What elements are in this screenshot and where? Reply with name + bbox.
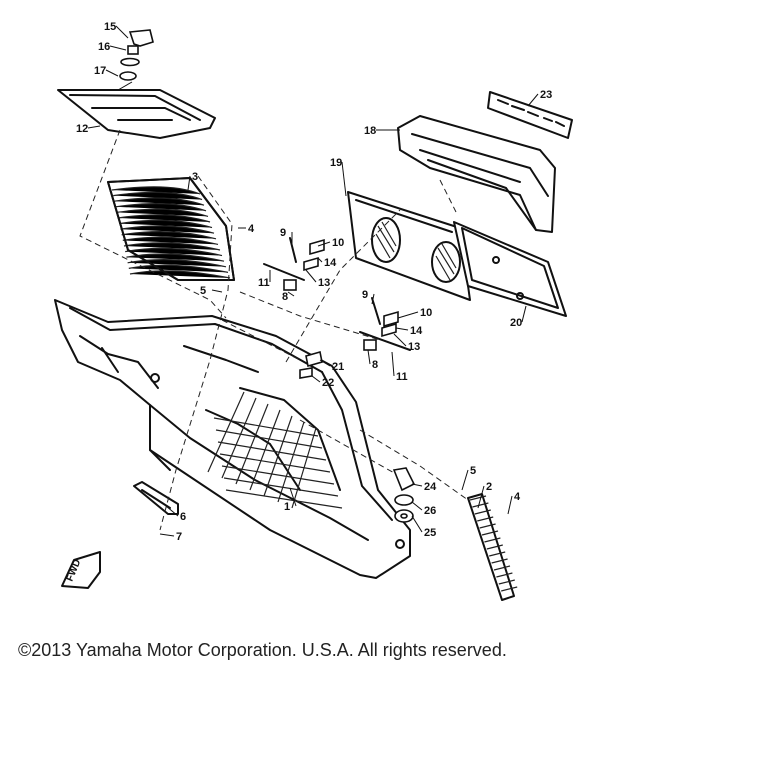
part-20-plate xyxy=(453,221,567,317)
callout-label-18: 18 xyxy=(364,125,376,137)
callout-label-6: 6 xyxy=(180,511,186,523)
callout-leader-13 xyxy=(305,269,317,283)
callout-label-24: 24 xyxy=(424,481,437,493)
callout-leader-8 xyxy=(287,291,295,297)
callout-label-14: 14 xyxy=(324,257,337,269)
callout-leader-14 xyxy=(395,327,409,331)
callout-leader-2 xyxy=(477,485,485,509)
callout-leader-21 xyxy=(319,359,331,367)
part-2-side-grille xyxy=(467,493,518,601)
part-3-grille xyxy=(107,177,235,281)
callout-label-9: 9 xyxy=(280,227,286,239)
callout-leader-5 xyxy=(461,469,469,491)
callout-leader-11 xyxy=(391,351,395,377)
parts-15-17-fastener-stack xyxy=(117,29,154,91)
callout-leader-9 xyxy=(371,293,375,305)
callout-label-5: 5 xyxy=(470,465,476,477)
callout-leader-24 xyxy=(411,483,423,487)
callout-leader-23 xyxy=(527,93,539,107)
callout-leader-19 xyxy=(341,161,347,197)
part-callouts: 1234455678899101011111213131414151617181… xyxy=(76,21,552,543)
part-19-speaker-panel xyxy=(347,191,471,301)
callout-label-4: 4 xyxy=(248,223,255,235)
callout-leader-6 xyxy=(165,505,179,517)
callout-leader-13 xyxy=(393,333,407,347)
part-1-main-body xyxy=(54,299,411,579)
part-6-bracket xyxy=(133,481,179,515)
callout-label-13: 13 xyxy=(408,341,420,353)
callout-leader-8 xyxy=(367,349,371,365)
callout-label-22: 22 xyxy=(322,377,334,389)
callout-label-13: 13 xyxy=(318,277,330,289)
callout-label-26: 26 xyxy=(424,505,436,517)
exploded-parts-diagram: FWD 123445567889910101111121313141415161… xyxy=(54,21,573,601)
callout-leader-20 xyxy=(521,305,527,323)
callout-label-11: 11 xyxy=(396,371,408,383)
callout-label-4: 4 xyxy=(514,491,521,503)
callout-label-1: 1 xyxy=(284,501,290,513)
callout-leader-10 xyxy=(397,311,419,319)
callout-label-8: 8 xyxy=(282,291,288,303)
part-12-top-cover xyxy=(57,89,216,139)
assembly-dashed-lines xyxy=(79,129,469,531)
callout-label-17: 17 xyxy=(94,65,106,77)
callout-label-9: 9 xyxy=(362,289,368,301)
callout-leader-16 xyxy=(109,45,127,51)
callout-label-11: 11 xyxy=(258,277,270,289)
callout-leader-15 xyxy=(115,25,129,39)
callout-leader-7 xyxy=(159,533,175,537)
callout-leader-1 xyxy=(289,487,297,507)
callout-leader-17 xyxy=(105,69,119,77)
callout-label-7: 7 xyxy=(176,531,182,543)
callout-label-14: 14 xyxy=(410,325,423,337)
callout-label-2: 2 xyxy=(486,481,492,493)
callout-label-10: 10 xyxy=(332,237,344,249)
callout-label-3: 3 xyxy=(192,171,198,183)
callout-leader-26 xyxy=(411,501,423,511)
callout-leader-22 xyxy=(311,375,321,383)
callout-leader-4 xyxy=(507,495,513,515)
fwd-direction-marker: FWD xyxy=(61,551,101,589)
callout-label-20: 20 xyxy=(510,317,522,329)
parts-24-26-mounts xyxy=(392,467,416,523)
hardware-group-upper xyxy=(263,237,411,379)
callout-label-25: 25 xyxy=(424,527,436,539)
callout-label-5: 5 xyxy=(200,285,206,297)
callout-leader-25 xyxy=(411,515,423,533)
callout-label-23: 23 xyxy=(540,89,552,101)
callout-label-21: 21 xyxy=(332,361,344,373)
callout-leader-14 xyxy=(317,257,323,263)
callout-leader-3 xyxy=(187,175,191,191)
callout-leader-10 xyxy=(317,241,331,247)
callout-label-12: 12 xyxy=(76,123,88,135)
part-23-label-strip xyxy=(487,91,573,139)
callout-leader-12 xyxy=(87,125,101,129)
callout-label-15: 15 xyxy=(104,21,116,33)
callout-label-16: 16 xyxy=(98,41,110,53)
copyright-notice: ©2013 Yamaha Motor Corporation. U.S.A. A… xyxy=(18,640,507,660)
callout-label-8: 8 xyxy=(372,359,378,371)
callout-label-19: 19 xyxy=(330,157,342,169)
callout-label-10: 10 xyxy=(420,307,432,319)
part-18-rear-housing xyxy=(397,115,556,233)
callout-leader-5 xyxy=(211,289,223,293)
